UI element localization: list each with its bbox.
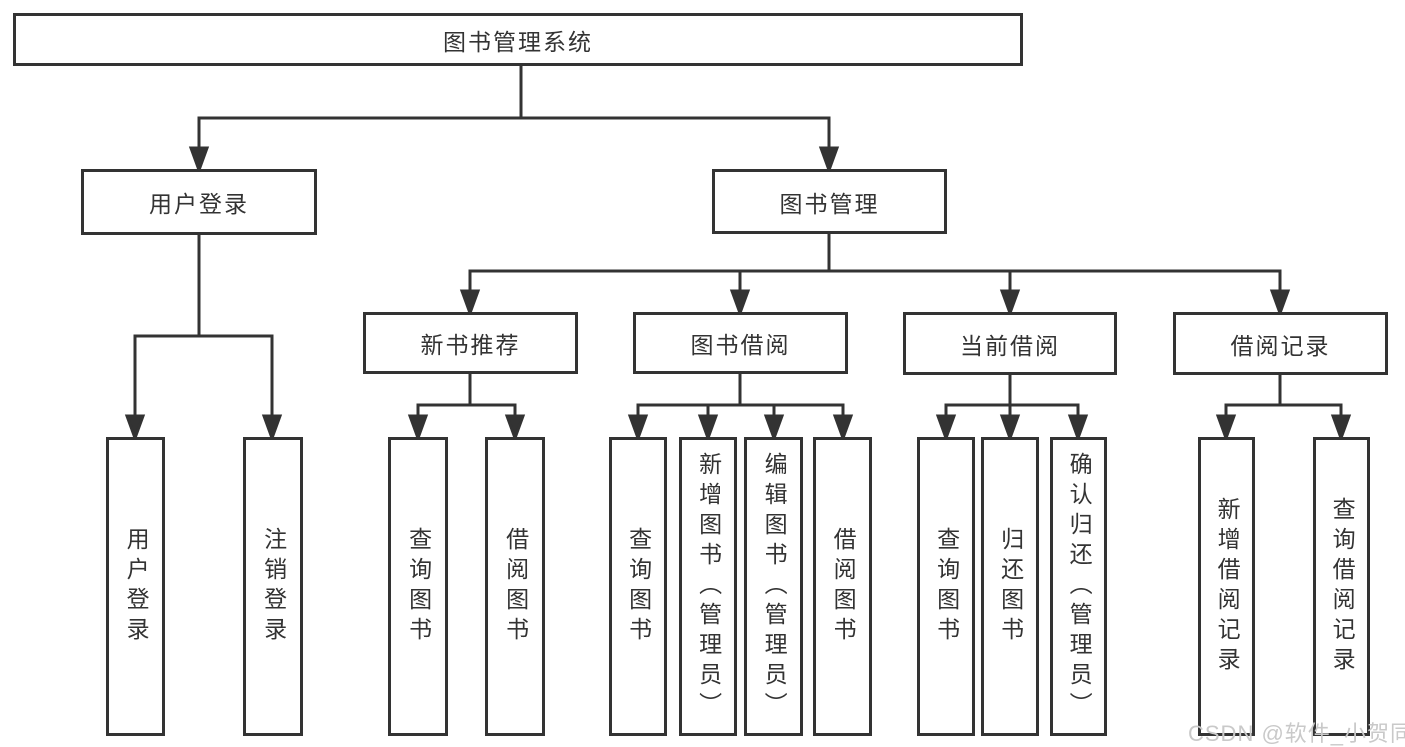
node-new-book-recommend-label: 新书推荐 — [420, 332, 521, 358]
arrowhead-icon — [407, 414, 429, 443]
leaf-query-books-borrow-label: 查询图书 — [625, 526, 652, 647]
leaf-return-books-label: 归还图书 — [997, 526, 1024, 647]
leaf-user-login: 用户登录 — [106, 437, 165, 736]
arrowhead-icon — [999, 414, 1021, 443]
leaf-confirm-return-admin: 确认归还（管理员） — [1050, 437, 1107, 736]
leaf-query-books-recommend-label: 查询图书 — [405, 526, 432, 647]
arrowhead-icon — [459, 289, 481, 318]
leaf-add-book-admin: 新增图书（管理员） — [679, 437, 737, 736]
arrowhead-icon — [188, 146, 210, 175]
node-user-login-label: 用户登录 — [149, 191, 249, 217]
arrowhead-icon — [261, 414, 283, 443]
leaf-add-book-admin-label: 新增图书（管理员） — [695, 451, 722, 722]
arrowhead-icon — [763, 414, 785, 443]
leaf-add-borrow-record-label: 新增借阅记录 — [1214, 496, 1241, 677]
node-book-management-label: 图书管理 — [779, 190, 880, 217]
leaf-query-books-recommend: 查询图书 — [388, 437, 448, 736]
branch-current-borrow — [935, 375, 1089, 443]
csdn-watermark: CSDN @软件_小贺同学 — [1188, 721, 1405, 746]
node-borrow-records: 借阅记录 — [1173, 312, 1388, 375]
leaf-logout: 注销登录 — [243, 437, 303, 736]
leaf-query-borrow-record: 查询借阅记录 — [1313, 437, 1370, 736]
leaf-borrow-books-recommend-label: 借阅图书 — [502, 526, 529, 647]
arrowhead-icon — [504, 414, 526, 443]
arrowhead-icon — [627, 414, 649, 443]
node-current-borrow: 当前借阅 — [903, 312, 1117, 375]
node-borrow-records-label: 借阅记录 — [1230, 332, 1331, 359]
branch-new-book-recommend — [407, 374, 526, 443]
leaf-query-books-borrow: 查询图书 — [609, 437, 667, 736]
arrowhead-icon — [1330, 414, 1352, 443]
arrowhead-icon — [1269, 289, 1291, 318]
leaf-query-borrow-record-label: 查询借阅记录 — [1329, 496, 1356, 677]
leaf-logout-label: 注销登录 — [260, 526, 287, 647]
leaf-query-books-current: 查询图书 — [917, 437, 975, 736]
leaf-return-books: 归还图书 — [981, 437, 1039, 736]
leaf-edit-book-admin-label: 编辑图书（管理员） — [761, 451, 788, 722]
arrowhead-icon — [935, 414, 957, 443]
arrowhead-icon — [832, 414, 854, 443]
arrowhead-icon — [729, 289, 751, 318]
branch-user-login — [124, 235, 283, 443]
leaf-borrow-books-label: 借阅图书 — [830, 526, 857, 647]
arrowhead-icon — [1215, 414, 1237, 443]
node-root: 图书管理系统 — [13, 13, 1023, 66]
arrowhead-icon — [818, 146, 840, 175]
node-book-borrow-label: 图书借阅 — [690, 332, 791, 358]
leaf-confirm-return-admin-label: 确认归还（管理员） — [1066, 451, 1093, 722]
node-current-borrow-label: 当前借阅 — [960, 332, 1060, 359]
leaf-edit-book-admin: 编辑图书（管理员） — [744, 437, 803, 736]
node-book-borrow: 图书借阅 — [633, 312, 848, 374]
leaf-borrow-books-recommend: 借阅图书 — [485, 437, 545, 736]
leaf-add-borrow-record: 新增借阅记录 — [1198, 437, 1255, 736]
arrowhead-icon — [697, 414, 719, 443]
node-root-label: 图书管理系统 — [443, 28, 593, 55]
node-book-management: 图书管理 — [712, 169, 947, 234]
leaf-user-login-label: 用户登录 — [123, 526, 150, 647]
arrowhead-icon — [999, 289, 1021, 318]
arrowhead-icon — [124, 414, 146, 443]
branch-borrow-records — [1215, 375, 1352, 443]
arrowhead-icon — [1067, 414, 1089, 443]
node-user-login: 用户登录 — [81, 169, 317, 235]
branch-root — [188, 66, 840, 175]
branch-book-management — [459, 234, 1291, 318]
leaf-borrow-books: 借阅图书 — [813, 437, 872, 736]
branch-book-borrow — [627, 374, 854, 443]
leaf-query-books-current-label: 查询图书 — [933, 526, 960, 647]
node-new-book-recommend: 新书推荐 — [363, 312, 578, 374]
